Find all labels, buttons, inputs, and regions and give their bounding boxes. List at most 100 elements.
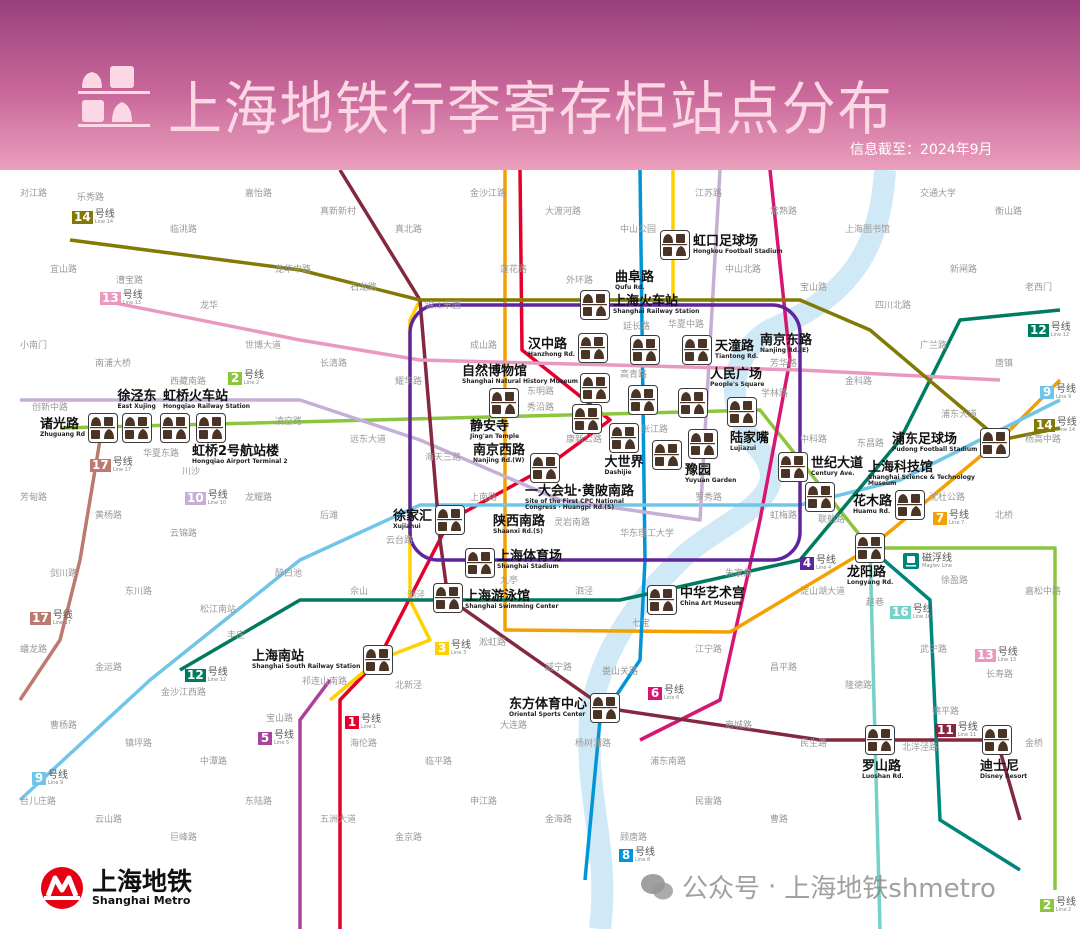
station-label: 芳华路 — [770, 359, 798, 369]
luggage-locker-icon[interactable] — [628, 385, 658, 415]
station-label: 真新新村 — [320, 207, 357, 217]
luggage-locker-icon[interactable] — [122, 413, 152, 443]
station-label: 浦东大道 — [941, 410, 978, 420]
luggage-locker-icon[interactable] — [363, 645, 393, 675]
luggage-locker-icon[interactable] — [88, 413, 118, 443]
station-label: 嘉怡路 — [245, 189, 273, 199]
station-label: 成山路 — [470, 341, 498, 351]
luggage-locker-icon[interactable] — [160, 413, 190, 443]
station-label: 淀山湖大道 — [800, 587, 846, 597]
station-name-zh: 上海南站 — [252, 649, 305, 664]
luggage-locker-icon[interactable] — [580, 373, 610, 403]
luggage-locker-icon[interactable] — [489, 388, 519, 418]
luggage-locker-icon[interactable] — [727, 397, 757, 427]
luggage-locker-icon[interactable] — [609, 423, 639, 453]
station-label: 长寿路 — [986, 670, 1014, 680]
station-label: 西藏南路 — [170, 377, 207, 387]
station-name-en: People's Square — [710, 380, 765, 388]
luggage-locker-icon[interactable] — [647, 585, 677, 615]
metro-line-10 — [20, 170, 722, 522]
metro-line-13 — [99, 298, 1001, 382]
luggage-locker-icon[interactable] — [805, 482, 835, 512]
luggage-locker-icon[interactable] — [196, 413, 226, 443]
station-label: 杨树浦路 — [575, 739, 612, 749]
station-label: 衡山路 — [995, 207, 1023, 217]
luggage-locker-icon[interactable] — [855, 533, 885, 563]
station-label: 芳甸路 — [20, 493, 48, 503]
luggage-locker-icon[interactable] — [433, 583, 463, 613]
luggage-locker-icon[interactable] — [660, 230, 690, 260]
station-label: 淞虹路 — [479, 638, 507, 648]
page-title: 上海地铁行李寄存柜站点分布 — [168, 75, 894, 143]
station-label: 远东大道 — [350, 435, 387, 445]
luggage-locker-icon[interactable] — [530, 453, 560, 483]
luggage-locker-icon[interactable] — [980, 428, 1010, 458]
luggage-locker-icon[interactable] — [580, 290, 610, 320]
metro-line-maglev — [868, 546, 1021, 872]
station-label: 莲花路 — [500, 265, 528, 275]
station-label: 海伦路 — [350, 739, 378, 749]
station-name-en: Jing'an Temple — [470, 432, 520, 440]
maglev-line-label: 磁浮线 — [922, 553, 952, 564]
station-name-en: Zhuguang Rd — [40, 430, 86, 438]
luggage-locker-icon[interactable] — [572, 404, 602, 434]
station-label: 北新泾 — [395, 681, 423, 691]
luggage-locker-icon[interactable] — [982, 725, 1012, 755]
station-label: 云锦路 — [170, 529, 198, 539]
luggage-locker-icon[interactable] — [652, 440, 682, 470]
luggage-locker-icon[interactable] — [865, 725, 895, 755]
station-label: 大连路 — [500, 721, 528, 731]
station-name-en: Hanzhong Rd. — [528, 350, 576, 358]
luggage-locker-icon[interactable] — [778, 452, 808, 482]
luggage-locker-icon[interactable] — [678, 388, 708, 418]
metro-line-8 — [583, 170, 647, 881]
station-label: 川沙 — [182, 467, 201, 477]
station-name-zh: 浦东足球场 — [892, 432, 958, 447]
station-name-zh: 上海游泳馆 — [465, 589, 531, 604]
metro-line-6 — [639, 170, 792, 742]
luggage-locker-icon[interactable] — [895, 490, 925, 520]
metro-line-11 — [338, 170, 1022, 821]
luggage-locker-icon[interactable] — [578, 333, 608, 363]
station-label: 泗泾 — [575, 587, 594, 597]
station-label: 佘山 — [350, 587, 369, 597]
station-name-en: East Xujing — [117, 402, 156, 410]
station-label: 金桥 — [1025, 739, 1044, 749]
luggage-locker-icon[interactable] — [465, 548, 495, 578]
station-label: 华夏中路 — [668, 320, 705, 330]
luggage-locker-icon[interactable] — [688, 429, 718, 459]
station-label: 宝山路 — [266, 714, 294, 724]
station-label: 黄杨路 — [95, 511, 123, 521]
station-label: 昌平路 — [770, 663, 798, 673]
luggage-locker-icon[interactable] — [682, 335, 712, 365]
station-label: 张江路 — [641, 425, 669, 435]
station-name-zh: 中华艺术宫 — [680, 586, 746, 601]
luggage-locker-icon[interactable] — [435, 505, 465, 535]
luggage-locker-icon[interactable] — [630, 335, 660, 365]
station-label: 真北路 — [395, 225, 423, 235]
station-label: 江苏路 — [695, 189, 723, 199]
watermark-name: 上海地铁shmetro — [784, 874, 996, 904]
station-name-en: Dashijie — [604, 468, 632, 476]
luggage-locker-icon[interactable] — [590, 693, 620, 723]
station-label: 商城路 — [725, 721, 753, 731]
